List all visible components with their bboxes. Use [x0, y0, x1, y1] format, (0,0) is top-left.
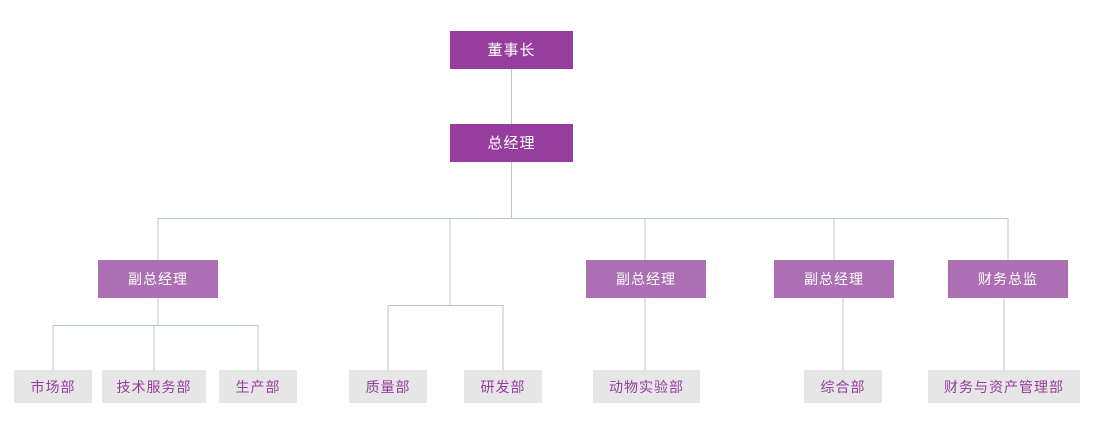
node-general-manager[interactable]: 总经理: [450, 124, 573, 162]
node-chairman[interactable]: 董事长: [450, 31, 573, 69]
node-vice-general-manager-1[interactable]: 副总经理: [98, 260, 218, 298]
node-label: 技术服务部: [116, 378, 192, 395]
node-label: 生产部: [235, 378, 281, 395]
node-department-market[interactable]: 市场部: [14, 370, 92, 403]
node-label: 董事长: [487, 41, 536, 59]
node-label: 市场部: [30, 378, 76, 395]
node-department-tech-service[interactable]: 技术服务部: [102, 370, 206, 403]
node-label: 质量部: [365, 378, 411, 395]
node-vice-general-manager-3[interactable]: 副总经理: [586, 260, 706, 298]
node-department-animal-lab[interactable]: 动物实验部: [593, 370, 700, 403]
node-label: 综合部: [820, 378, 866, 395]
node-vice-general-manager-4[interactable]: 副总经理: [774, 260, 894, 298]
node-department-general-affairs[interactable]: 综合部: [804, 370, 882, 403]
node-cfo[interactable]: 财务总监: [948, 260, 1068, 298]
node-department-quality[interactable]: 质量部: [349, 370, 427, 403]
node-department-finance-asset[interactable]: 财务与资产管理部: [928, 370, 1080, 403]
node-label: 副总经理: [616, 271, 676, 287]
node-label: 财务与资产管理部: [944, 378, 1064, 395]
node-department-production[interactable]: 生产部: [219, 370, 297, 403]
node-label: 副总经理: [128, 271, 188, 287]
node-label: 研发部: [480, 378, 526, 395]
node-department-rnd[interactable]: 研发部: [464, 370, 542, 403]
node-label: 总经理: [487, 134, 536, 152]
node-label: 动物实验部: [609, 378, 684, 395]
node-label: 财务总监: [978, 271, 1038, 287]
node-label: 副总经理: [804, 271, 864, 287]
